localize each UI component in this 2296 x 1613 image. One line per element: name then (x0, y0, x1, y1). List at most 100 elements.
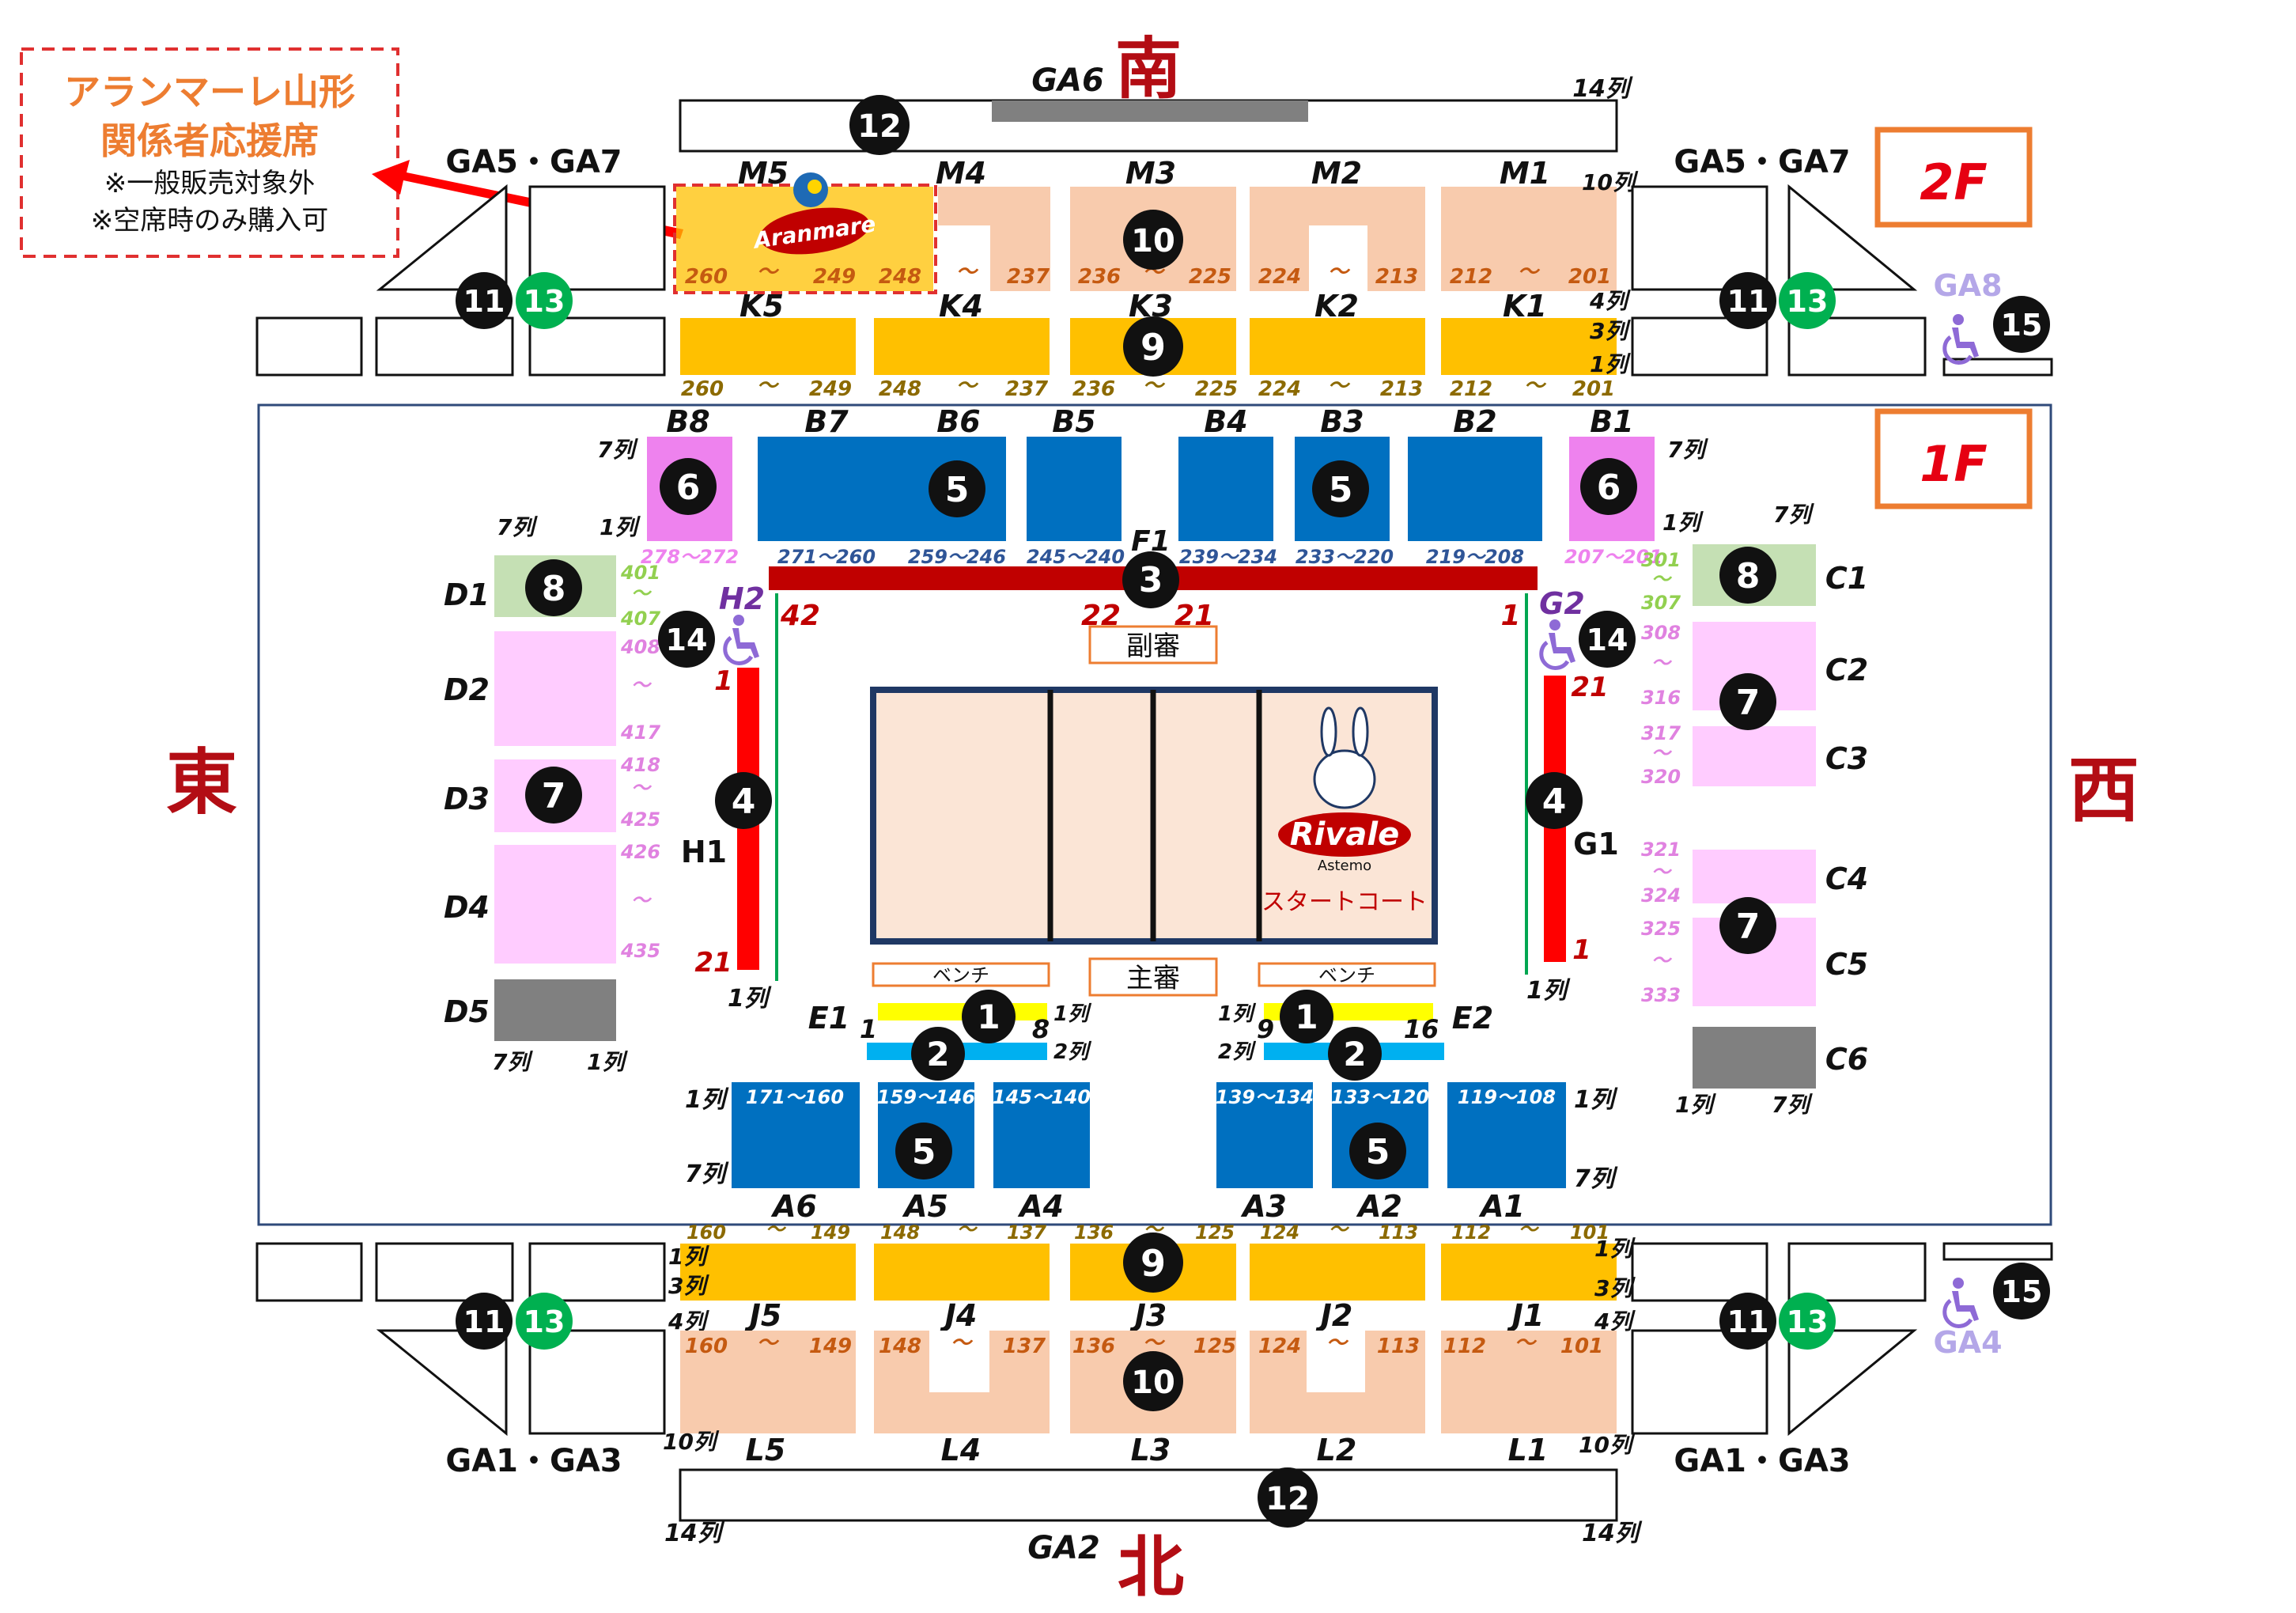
m-r6: 236 (1078, 265, 1121, 289)
ga8-block[interactable] (1942, 358, 2053, 377)
badge-7-c2[interactable]: 7 (1719, 673, 1776, 730)
badge-5-a5[interactable]: 5 (895, 1123, 952, 1179)
bench-left-box (872, 962, 1050, 987)
ga-right-j-block1[interactable] (1631, 1242, 1768, 1302)
d-r3: 408 (620, 636, 660, 658)
badge-15-bottom[interactable]: 15 (1993, 1263, 2050, 1320)
badge-11-tr[interactable]: 11 (1719, 272, 1776, 329)
badge-1-left[interactable]: 1 (962, 990, 1016, 1043)
ga4-block[interactable] (1942, 1242, 2053, 1261)
c-r9: 321 (1641, 839, 1681, 861)
badge-5-b3[interactable]: 5 (1312, 460, 1369, 517)
l-rows10-right: 10列 (1579, 1432, 1636, 1458)
badge-14-left[interactable]: 14 (658, 611, 715, 668)
section-m1[interactable] (1441, 187, 1617, 291)
l-r1: ～ (757, 1331, 780, 1355)
badge-14-right[interactable]: 14 (1579, 611, 1636, 668)
ga-right-j-block2[interactable] (1787, 1242, 1927, 1302)
badge-13-bl[interactable]: 13 (516, 1293, 573, 1350)
badge-11-tl[interactable]: 11 (456, 272, 513, 329)
section-k5[interactable] (680, 318, 856, 375)
section-a1[interactable] (1447, 1082, 1566, 1188)
section-l5[interactable] (680, 1331, 856, 1433)
section-k2[interactable] (1250, 318, 1425, 375)
section-a4[interactable] (993, 1082, 1090, 1188)
badge-9-k3[interactable]: 9 (1123, 316, 1183, 377)
l5-label: L5 (746, 1433, 786, 1467)
section-k4[interactable] (874, 318, 1050, 375)
badge-6-b1[interactable]: 6 (1580, 458, 1637, 515)
k5-label: K5 (739, 289, 784, 324)
ga57-left-tri[interactable] (376, 184, 508, 291)
section-d4[interactable] (494, 845, 616, 964)
svg-text:10: 10 (1131, 223, 1175, 259)
badge-6-b8[interactable]: 6 (660, 458, 717, 515)
badge-8-c1[interactable]: 8 (1719, 547, 1776, 604)
badge-13-tr[interactable]: 13 (1779, 272, 1836, 329)
ga2-seat[interactable] (679, 1468, 1618, 1522)
ga-left-k-block1[interactable] (255, 316, 363, 377)
badge-7-c5[interactable]: 7 (1719, 897, 1776, 954)
section-b4[interactable] (1178, 437, 1273, 541)
section-b2[interactable] (1408, 437, 1542, 541)
section-c4[interactable] (1693, 850, 1816, 903)
a1-label: A1 (1478, 1189, 1525, 1224)
j-rows4-right: 4列 (1594, 1308, 1636, 1335)
m-r13: ～ (1518, 260, 1541, 284)
badge-10-m3[interactable]: 10 (1123, 210, 1183, 270)
svg-text:2: 2 (1343, 1035, 1366, 1073)
ga57-left-label: GA5・GA7 (445, 144, 622, 180)
badge-11-br[interactable]: 11 (1719, 1293, 1776, 1350)
section-c6[interactable] (1693, 1027, 1816, 1089)
a2-label: A2 (1356, 1189, 1402, 1224)
badge-12-bottom[interactable]: 12 (1258, 1467, 1318, 1528)
badge-8-d1[interactable]: 8 (525, 559, 582, 616)
badge-2-left[interactable]: 2 (911, 1027, 965, 1081)
a-r5: 119～108 (1458, 1086, 1556, 1108)
section-d5[interactable] (494, 979, 616, 1041)
ga57-right-tri[interactable] (1787, 184, 1918, 291)
ga13-left-tri[interactable] (376, 1329, 508, 1437)
section-d2[interactable] (494, 631, 616, 746)
badge-3[interactable]: 3 (1122, 551, 1179, 608)
badge-5-b6[interactable]: 5 (929, 460, 985, 517)
badge-15-top[interactable]: 15 (1993, 296, 2050, 353)
section-k1[interactable] (1441, 318, 1617, 375)
k-r3: 248 (879, 377, 921, 401)
badge-5-a2[interactable]: 5 (1349, 1123, 1406, 1179)
badge-13-tl[interactable]: 13 (516, 272, 573, 329)
badge-1-right[interactable]: 1 (1280, 990, 1333, 1043)
b-r3: 245～240 (1027, 546, 1125, 568)
badge-11-bl[interactable]: 11 (456, 1293, 513, 1350)
e1-rows1: 1列 (1053, 1002, 1092, 1026)
section-l1[interactable] (1441, 1331, 1617, 1433)
badge-2-right[interactable]: 2 (1328, 1027, 1382, 1081)
section-j5[interactable] (680, 1244, 856, 1301)
section-j1[interactable] (1441, 1244, 1617, 1301)
section-b5[interactable] (1027, 437, 1122, 541)
section-j4[interactable] (874, 1244, 1050, 1301)
section-b7[interactable] (758, 437, 933, 541)
l-r3: 148 (879, 1335, 921, 1358)
badge-13-br[interactable]: 13 (1779, 1293, 1836, 1350)
d4-label: D4 (444, 890, 490, 925)
l2-notch (1307, 1331, 1365, 1392)
badge-12-top[interactable]: 12 (849, 95, 910, 155)
badge-10-l3[interactable]: 10 (1123, 1351, 1183, 1411)
section-c3[interactable] (1693, 726, 1816, 786)
badge-9-j3[interactable]: 9 (1123, 1232, 1183, 1293)
badge-4-right[interactable]: 4 (1526, 772, 1583, 829)
l4-notch (929, 1331, 989, 1392)
ga-left-j-block1[interactable] (255, 1242, 363, 1302)
section-a3[interactable] (1216, 1082, 1313, 1188)
ga-left-j-block3[interactable] (528, 1242, 666, 1302)
ga13-right-tri[interactable] (1787, 1329, 1918, 1437)
badge-4-left[interactable]: 4 (715, 772, 772, 829)
d-rows7-top: 7列 (497, 514, 538, 540)
section-a6[interactable] (732, 1082, 860, 1188)
section-j2[interactable] (1250, 1244, 1425, 1301)
badge-7-d3[interactable]: 7 (525, 767, 582, 824)
c-r10: ～ (1651, 861, 1673, 883)
ga-left-j-block2[interactable] (375, 1242, 514, 1302)
ga57-left-top-block[interactable] (528, 185, 666, 291)
